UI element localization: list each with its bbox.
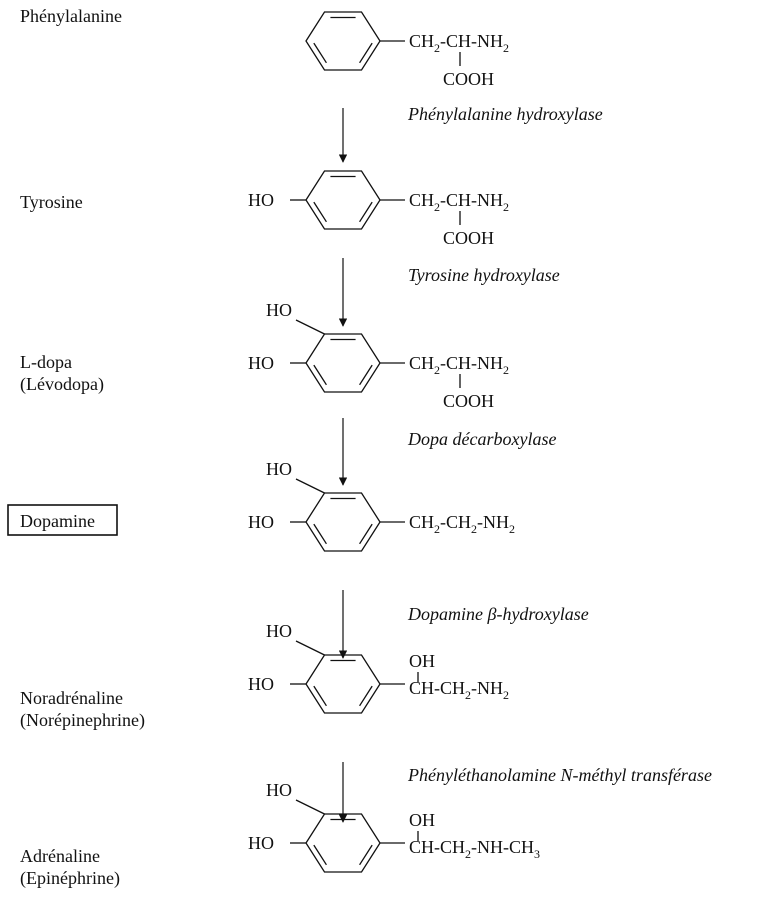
side-chain-formula: CH2-CH-NH2 — [409, 190, 509, 214]
side-chain-formula: CH-CH2-NH-CH3 — [409, 837, 540, 861]
double-bond-line — [359, 685, 373, 707]
enzyme-label: Dopamine β-hydroxylase — [407, 604, 589, 624]
ho-label-meta: HO — [266, 780, 292, 800]
ho-label-meta: HO — [266, 300, 292, 320]
compound-name: Noradrénaline — [20, 688, 123, 708]
ho-label: HO — [248, 512, 274, 532]
enzyme-label: Tyrosine hydroxylase — [408, 265, 560, 285]
ho-label-meta: HO — [266, 459, 292, 479]
compound-name: Tyrosine — [20, 192, 83, 212]
enzyme-label: Phénylalanine hydroxylase — [407, 104, 603, 124]
enzyme-label: Dopa décarboxylase — [407, 429, 556, 449]
compound-name: Dopamine — [20, 511, 95, 531]
side-chain-formula: CH2-CH2-NH2 — [409, 512, 515, 536]
double-bond-line — [313, 364, 327, 386]
benzene-ring — [305, 11, 381, 71]
cooh-label: COOH — [443, 69, 494, 89]
double-bond-line — [359, 523, 373, 545]
compound-alt-name: (Lévodopa) — [20, 374, 104, 395]
compound-name: L-dopa — [20, 352, 72, 372]
ho-label: HO — [248, 833, 274, 853]
double-bond-line — [313, 523, 327, 545]
side-chain-formula: CH2-CH-NH2 — [409, 31, 509, 55]
double-bond-line — [359, 844, 373, 866]
benzene-ring — [305, 492, 381, 552]
oh-label: OH — [409, 810, 435, 830]
benzene-ring — [305, 170, 381, 230]
ho-bond-meta — [295, 478, 325, 494]
ho-label: HO — [248, 353, 274, 373]
double-bond-line — [359, 364, 373, 386]
benzene-ring — [305, 654, 381, 714]
ho-label: HO — [248, 190, 274, 210]
ho-bond-meta — [295, 799, 325, 815]
double-bond-line — [313, 844, 327, 866]
compound-6: Adrénaline(Epinéphrine) HO HO OH CH-CH2-NH-C… — [20, 780, 540, 889]
double-bond-line — [313, 42, 327, 64]
benzene-ring — [305, 813, 381, 873]
double-bond-line — [359, 201, 373, 223]
cooh-label: COOH — [443, 228, 494, 248]
compound-5: Noradrénaline(Norépinephrine) HO HO OH CH-CH… — [20, 621, 509, 731]
ho-bond-meta — [295, 319, 325, 335]
benzene-ring — [305, 333, 381, 393]
side-chain-formula: CH2-CH-NH2 — [409, 353, 509, 377]
compound-alt-name: (Norépinephrine) — [20, 710, 145, 731]
oh-label: OH — [409, 651, 435, 671]
compound-4: Dopamine HO HO CH2-CH2-NH2 — [7, 459, 515, 552]
cooh-label: COOH — [443, 391, 494, 411]
compound-name: Phénylalanine — [20, 6, 122, 26]
ho-bond-meta — [295, 640, 325, 656]
compound-name: Adrénaline — [20, 846, 100, 866]
double-bond-line — [359, 42, 373, 64]
ho-label-meta: HO — [266, 621, 292, 641]
compound-alt-name: (Epinéphrine) — [20, 868, 120, 889]
ho-label: HO — [248, 674, 274, 694]
enzyme-label: Phényléthanolamine N-méthyl transférase — [407, 765, 712, 785]
highlight-box — [7, 504, 118, 536]
double-bond-line — [313, 685, 327, 707]
side-chain-formula: CH-CH2-NH2 — [409, 678, 509, 702]
double-bond-line — [313, 201, 327, 223]
